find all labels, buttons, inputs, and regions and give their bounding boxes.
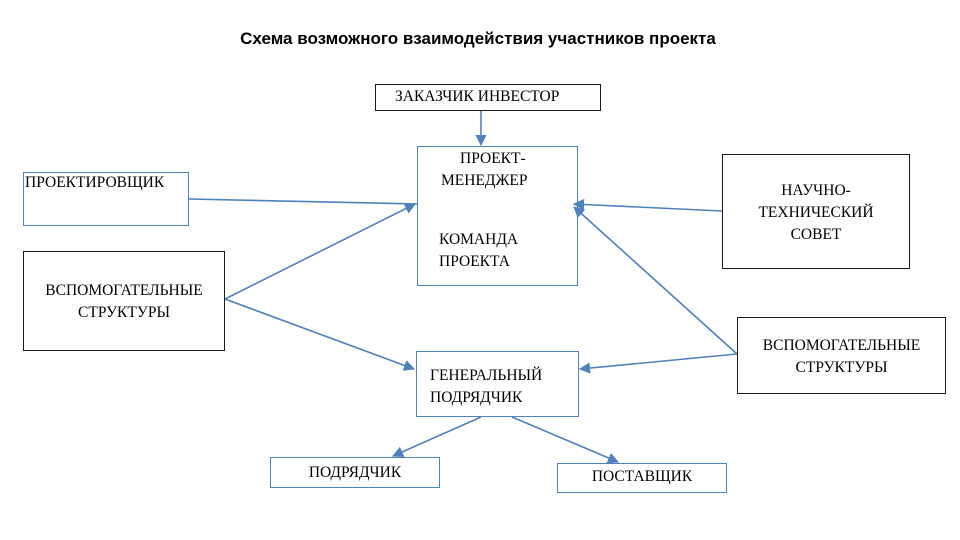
node-council-line1: НАУЧНО- [781, 182, 851, 199]
node-customer-label: ЗАКАЗЧИК ИНВЕСТОР [395, 88, 560, 105]
node-scientific-council: НАУЧНО- ТЕХНИЧЕСКИЙ СОВЕТ [722, 154, 910, 269]
node-aux-left-line1: ВСПОМОГАТЕЛЬНЫЕ [45, 282, 203, 299]
node-pm-line2: МЕНЕДЖЕР [441, 172, 528, 189]
diagram-title: Схема возможного взаимодействия участник… [240, 29, 716, 48]
node-aux-structures-left: ВСПОМОГАТЕЛЬНЫЕ СТРУКТУРЫ [23, 251, 225, 351]
node-subcontractor: ПОДРЯДЧИК [270, 457, 440, 488]
node-pm-line1: ПРОЕКТ- [460, 150, 526, 167]
node-aux-right-line2: СТРУКТУРЫ [795, 359, 888, 376]
node-team-line2: ПРОЕКТА [439, 253, 510, 270]
arrow-aux-right-to-general [578, 353, 738, 374]
arrow-aux-right-to-team [573, 206, 738, 355]
arrow-general-to-supplier [511, 416, 620, 464]
node-project-manager: ПРОЕКТ- МЕНЕДЖЕР КОМАНДА ПРОЕКТА [417, 146, 578, 286]
node-designer-label: ПРОЕКТИРОВЩИК [25, 174, 165, 191]
node-supplier-label: ПОСТАВЩИК [591, 468, 693, 485]
node-customer: ЗАКАЗЧИК ИНВЕСТОР [375, 84, 601, 111]
arrow-aux-left-to-general [224, 298, 416, 371]
node-general-line2: ПОДРЯДЧИК [430, 389, 523, 406]
arrow-aux-left-to-team [224, 203, 417, 300]
node-aux-structures-right: ВСПОМОГАТЕЛЬНЫЕ СТРУКТУРЫ [737, 317, 946, 394]
node-general-line1: ГЕНЕРАЛЬНЫЙ [430, 367, 543, 384]
link-designer-to-pm [188, 198, 418, 205]
node-team-line1: КОМАНДА [439, 231, 519, 248]
node-supplier: ПОСТАВЩИК [557, 463, 727, 493]
arrow-council-to-team [572, 198, 723, 212]
node-aux-left-line2: СТРУКТУРЫ [78, 304, 170, 321]
node-subcontractor-label: ПОДРЯДЧИК [308, 464, 402, 481]
arrow-general-to-subcontractor [391, 416, 482, 458]
node-council-line2: ТЕХНИЧЕСКИЙ [758, 204, 874, 221]
node-designer: ПРОЕКТИРОВЩИК [23, 172, 189, 226]
node-general-contractor: ГЕНЕРАЛЬНЫЙ ПОДРЯДЧИК [416, 351, 579, 417]
node-council-line3: СОВЕТ [790, 226, 842, 243]
node-aux-right-line1: ВСПОМОГАТЕЛЬНЫЕ [762, 337, 921, 354]
